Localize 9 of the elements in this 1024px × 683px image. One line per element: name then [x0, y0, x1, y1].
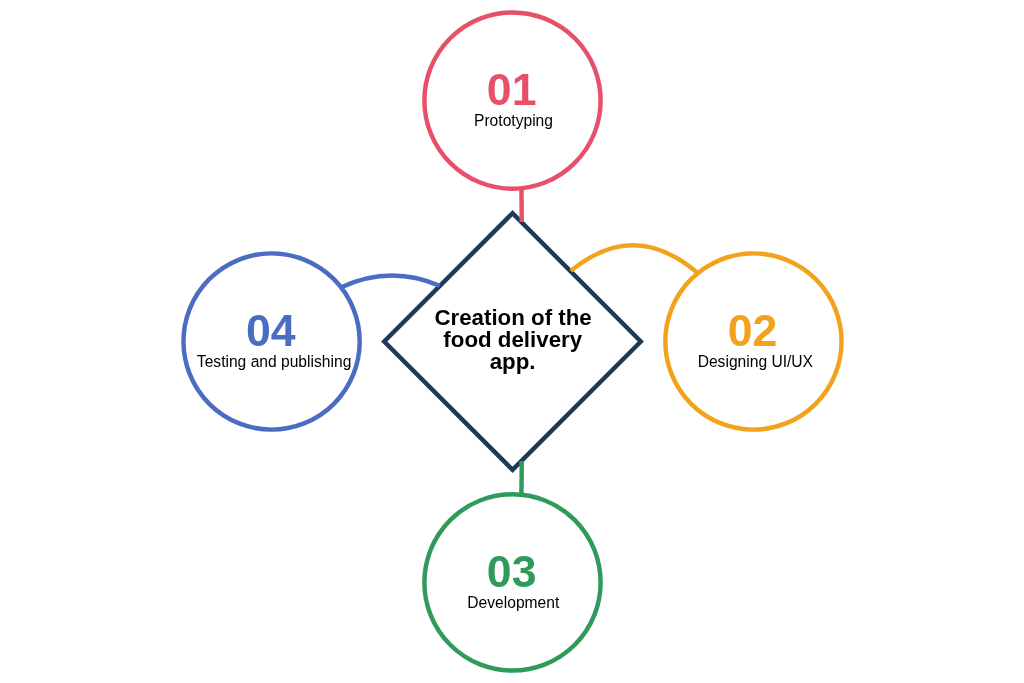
node-circle: 04 Testing and publishing	[180, 251, 362, 432]
node-circle: 02 Designing UI/UX	[662, 251, 844, 432]
node-diamond: Creation of the food delivery app.	[380, 210, 644, 473]
node-circle: 03 Development	[421, 492, 603, 673]
connector	[569, 243, 699, 275]
node-circle: 01 Prototyping	[421, 10, 603, 191]
connector	[339, 273, 440, 290]
connector	[518, 188, 524, 223]
connector	[518, 460, 524, 495]
